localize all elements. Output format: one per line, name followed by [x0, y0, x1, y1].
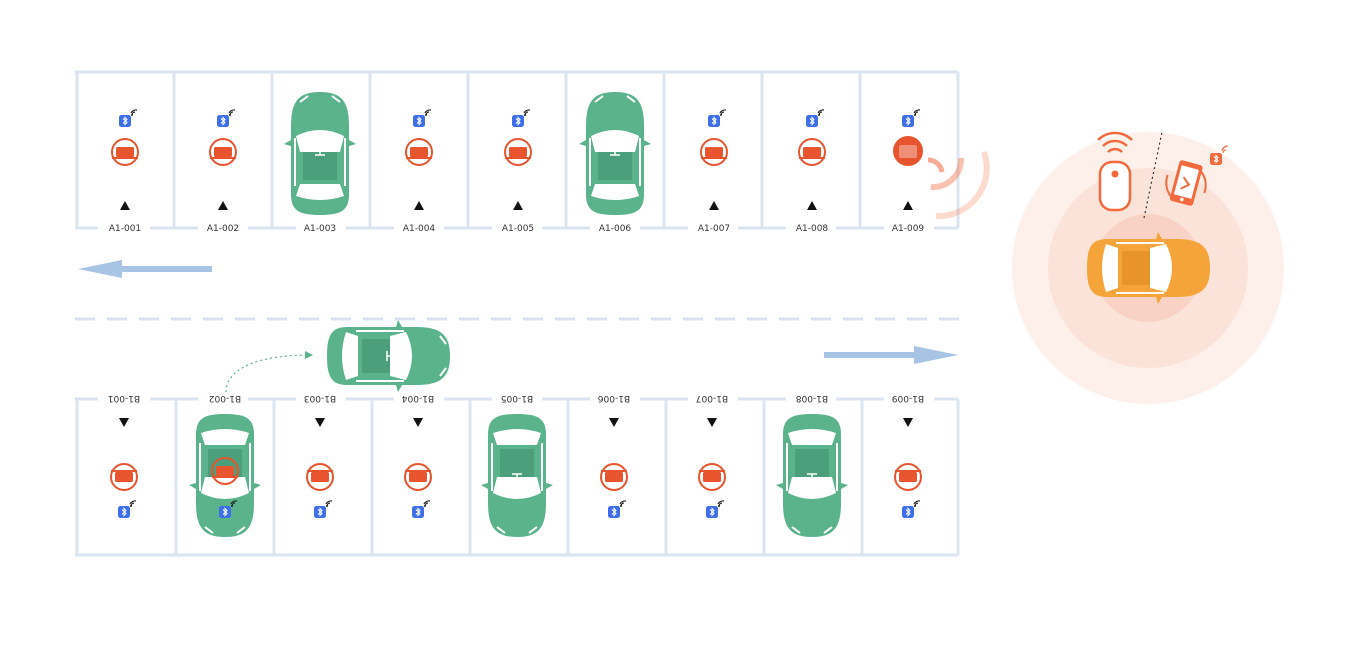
parking-spot-a1-005[interactable]: A1-005 — [502, 109, 534, 234]
parking-lock-icon — [893, 136, 923, 166]
spot-label: B1-005 — [501, 393, 533, 403]
parking-spot-a1-003[interactable]: A1-003 — [283, 91, 357, 234]
parking-spot-a1-007[interactable]: A1-007 — [698, 109, 730, 234]
parking-lock-icon — [600, 463, 628, 491]
bluetooth-icon — [412, 109, 432, 128]
parking-spot-b1-009[interactable]: B1-009 — [892, 393, 925, 519]
spot-label: B1-003 — [304, 393, 336, 403]
triangle-marker-icon — [513, 201, 523, 210]
controlled-car — [1087, 232, 1210, 304]
parked-car — [775, 413, 849, 538]
parking-spot-a1-002[interactable]: A1-002 — [207, 109, 239, 234]
row-b-frame — [75, 397, 960, 557]
spot-label: A1-007 — [698, 224, 730, 234]
arrow-right-icon — [824, 346, 958, 364]
triangle-marker-icon — [414, 201, 424, 210]
triangle-marker-icon — [903, 418, 913, 427]
triangle-marker-icon — [807, 201, 817, 210]
parking-lock-icon — [404, 463, 432, 491]
bluetooth-icon — [216, 109, 236, 128]
parking-lock-icon — [405, 138, 433, 166]
spot-label: B1-009 — [892, 393, 925, 403]
spot-label: B1-008 — [796, 393, 829, 403]
triangle-marker-icon — [609, 418, 619, 427]
parking-lock-icon — [698, 463, 726, 491]
bluetooth-icon — [901, 500, 921, 519]
parking-spot-a1-004[interactable]: A1-004 — [403, 109, 436, 234]
triangle-marker-icon — [709, 201, 719, 210]
row-a-frame — [75, 70, 960, 230]
parking-lock-icon — [306, 463, 334, 491]
parking-lock-icon — [111, 138, 139, 166]
bluetooth-icon — [118, 109, 138, 128]
arrow-left-icon — [78, 260, 212, 278]
bluetooth-icon — [707, 109, 727, 128]
bluetooth-icon — [705, 500, 725, 519]
parking-spot-b1-005[interactable]: B1-005 — [480, 393, 554, 538]
parking-spot-b1-002[interactable]: B1-002 — [188, 393, 262, 538]
parking-spot-a1-009[interactable]: A1-009 — [892, 109, 925, 234]
triangle-marker-icon — [413, 418, 423, 427]
parking-spot-b1-001[interactable]: B1-001 — [108, 393, 140, 519]
bluetooth-icon — [117, 500, 137, 519]
triangle-marker-icon — [119, 418, 129, 427]
spot-label: A1-003 — [304, 224, 336, 234]
spot-label: B1-001 — [108, 393, 140, 403]
parking-spot-a1-006[interactable]: A1-006 — [578, 91, 652, 234]
parking-lock-icon — [894, 463, 922, 491]
row-b: B1-001 B1-002 B1-003 B1-004 B1-005 B1-006 B1-0… — [108, 393, 925, 538]
spot-label: A1-008 — [796, 224, 829, 234]
triangle-marker-icon — [315, 418, 325, 427]
parking-lock-icon — [798, 138, 826, 166]
parking-spot-a1-008[interactable]: A1-008 — [796, 109, 829, 234]
parking-lock-icon — [110, 463, 138, 491]
spot-label: A1-005 — [502, 224, 534, 234]
spot-label: B1-006 — [598, 393, 631, 403]
parking-spot-b1-006[interactable]: B1-006 — [598, 393, 631, 519]
wifi-signal-icon — [1221, 145, 1229, 154]
signal-waves-icon — [927, 150, 990, 220]
triangle-marker-icon — [218, 201, 228, 210]
spot-label: A1-006 — [599, 224, 632, 234]
parking-spot-b1-003[interactable]: B1-003 — [304, 393, 336, 519]
smartphone-icon — [1165, 160, 1207, 206]
spot-label: A1-001 — [109, 224, 141, 234]
bluetooth-icon — [805, 109, 825, 128]
spot-label: A1-009 — [892, 224, 925, 234]
lock-plate — [899, 145, 917, 158]
parking-lock-icon — [700, 138, 728, 166]
parking-spot-a1-001[interactable]: A1-001 — [109, 109, 141, 234]
bluetooth-icon — [411, 500, 431, 519]
moving-car — [326, 319, 451, 393]
remote-key-icon — [1097, 131, 1133, 212]
parked-car — [480, 413, 554, 538]
row-a: A1-001 A1-002 A1-003 A1-004 A1-005 A1-006 A1-0… — [109, 91, 925, 234]
spot-label: A1-002 — [207, 224, 239, 234]
triangle-marker-icon — [903, 201, 913, 210]
triangle-marker-icon — [707, 418, 717, 427]
exit-path — [225, 354, 307, 393]
parked-car — [283, 91, 357, 216]
bluetooth-icon — [901, 109, 921, 128]
spot-label: A1-004 — [403, 224, 436, 234]
parked-car — [578, 91, 652, 216]
spot-label: B1-002 — [209, 393, 241, 403]
parking-lock-icon — [504, 138, 532, 166]
bluetooth-icon — [313, 500, 333, 519]
bluetooth-icon — [1210, 145, 1229, 165]
spot-label: B1-007 — [696, 393, 728, 403]
bluetooth-icon — [607, 500, 627, 519]
spot-label: B1-004 — [402, 393, 435, 403]
parking-spot-b1-007[interactable]: B1-007 — [696, 393, 728, 519]
bluetooth-icon — [511, 109, 531, 128]
triangle-marker-icon — [120, 201, 130, 210]
parking-spot-b1-004[interactable]: B1-004 — [402, 393, 435, 519]
parking-lock-icon — [209, 138, 237, 166]
parking-spot-b1-008[interactable]: B1-008 — [775, 393, 849, 538]
exit-path-arrowhead — [305, 351, 313, 359]
